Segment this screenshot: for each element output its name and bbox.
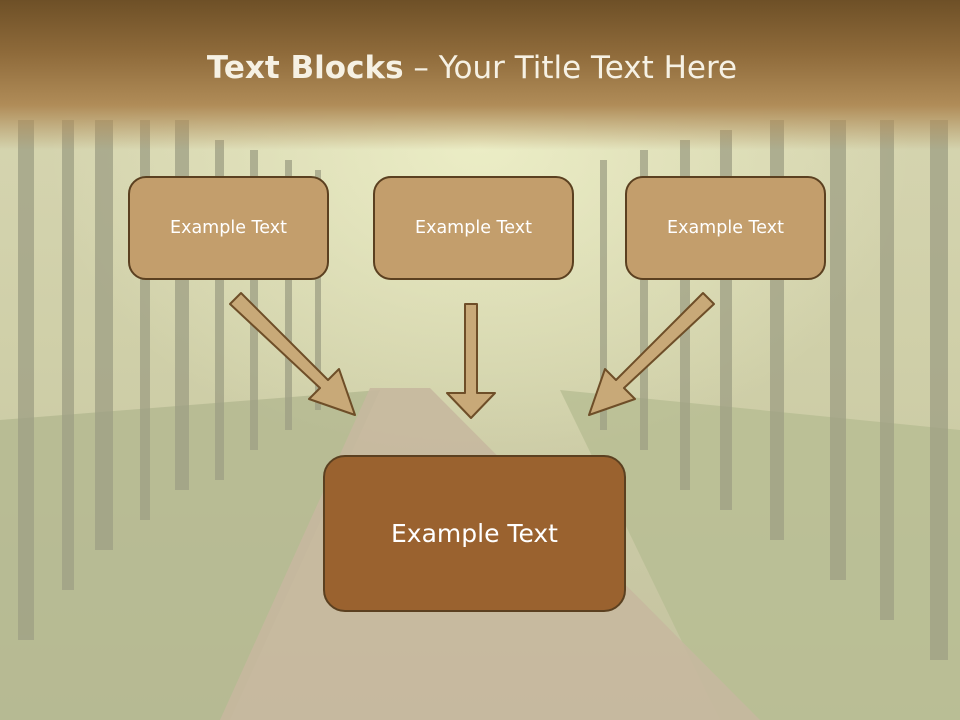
text-block-center[interactable]: Example Text	[373, 176, 574, 280]
title-rest: Your Title Text Here	[438, 50, 738, 86]
text-block-left-label: Example Text	[170, 218, 287, 238]
text-block-left[interactable]: Example Text	[128, 176, 329, 280]
arrow-right-icon	[588, 292, 715, 416]
text-block-bottom-label: Example Text	[391, 519, 558, 548]
text-block-center-label: Example Text	[415, 218, 532, 238]
slide-title: Text Blocks – Your Title Text Here	[0, 50, 944, 86]
arrow-left-icon	[229, 292, 356, 416]
title-band	[0, 0, 960, 150]
title-bold-part: Text Blocks	[206, 50, 404, 86]
arrow-center-icon	[446, 303, 496, 419]
text-block-right[interactable]: Example Text	[625, 176, 826, 280]
text-block-right-label: Example Text	[667, 218, 784, 238]
title-separator: –	[403, 50, 439, 86]
text-block-bottom[interactable]: Example Text	[323, 455, 626, 612]
